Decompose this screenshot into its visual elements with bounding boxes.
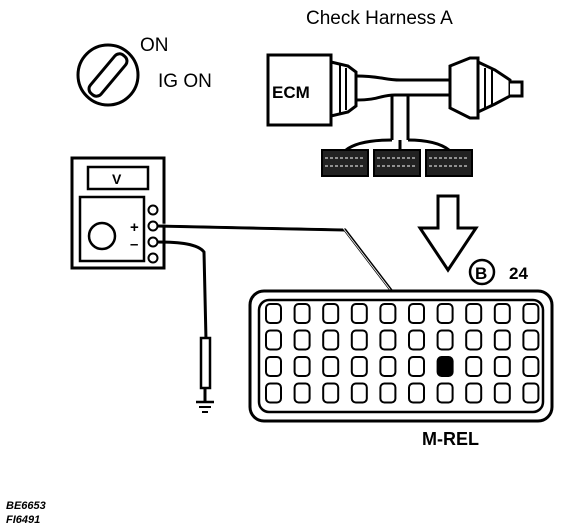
connector-pin [350,356,368,377]
figure-ref-1: BE6653 [6,500,46,512]
connector-id-letter: B [475,264,487,283]
connector-pin [322,356,340,377]
ground-probe [199,336,212,390]
connector-pin [408,303,425,324]
connector-pin [350,303,368,324]
ecm-box [266,53,333,127]
connector-pin [522,382,540,404]
connector-pin [522,329,540,351]
connector-pin [465,303,483,324]
diagram-title: Check Harness A [306,8,453,29]
harness-connector-left [321,149,369,177]
connector-id-number: 24 [509,264,528,283]
figure-ref-2: FI6491 [6,514,40,526]
connector-pin [493,382,511,404]
connector-pin [493,303,511,324]
connector-pin [350,382,368,404]
pin-grid [265,303,540,404]
connector-pin [293,356,311,377]
voltmeter-plus-label: + [130,219,139,236]
connector-pin [465,329,483,351]
connector-pin [408,329,425,351]
m-rel-pin-label: M-REL [422,429,479,449]
connector-pin [265,382,282,404]
harness-connector-middle [373,149,421,177]
connector-pin [408,382,425,404]
voltmeter-minus-label: – [130,236,138,253]
connector-pin [322,382,340,404]
connector-pin [322,303,340,324]
ignition-on-label: ON [140,35,169,56]
connector-pin [522,356,540,377]
pin-m-rel [436,356,454,377]
connector-pin [350,329,368,351]
connector-pin [379,356,397,377]
ignition-switch-icon [76,43,140,107]
connector-b24 [248,289,554,423]
connector-pin [293,382,311,404]
ecm-label: ECM [272,83,310,102]
connector-pin [265,329,282,351]
voltmeter-display [86,165,150,191]
arrow-down-icon [417,194,479,273]
connector-pin [493,329,511,351]
ignition-ig-on-label: IG ON [158,71,212,92]
voltmeter-dial [87,221,117,251]
voltmeter: V + – [70,156,166,270]
harness-connector-right [425,149,473,177]
connector-pin [265,303,282,324]
ecm-harness: ECM [266,53,524,177]
connector-pin [522,303,540,324]
connector-pin [493,356,511,377]
connector-pin [293,329,311,351]
connector-pin [436,303,454,324]
connector-pin [408,356,425,377]
connector-pin [379,382,397,404]
connector-pin [293,303,311,324]
connector-pin [379,303,397,324]
ground-symbol-icon [196,400,214,413]
connector-pin [265,356,282,377]
connector-pin [436,329,454,351]
connector-pin [436,382,454,404]
connector-pin [379,329,397,351]
negative-probe-lead [156,240,208,341]
connector-pin [465,382,483,404]
connector-pin [322,329,340,351]
voltmeter-display-text: V [112,171,122,187]
connector-id-badge: B [468,258,496,286]
connector-pin [465,356,483,377]
